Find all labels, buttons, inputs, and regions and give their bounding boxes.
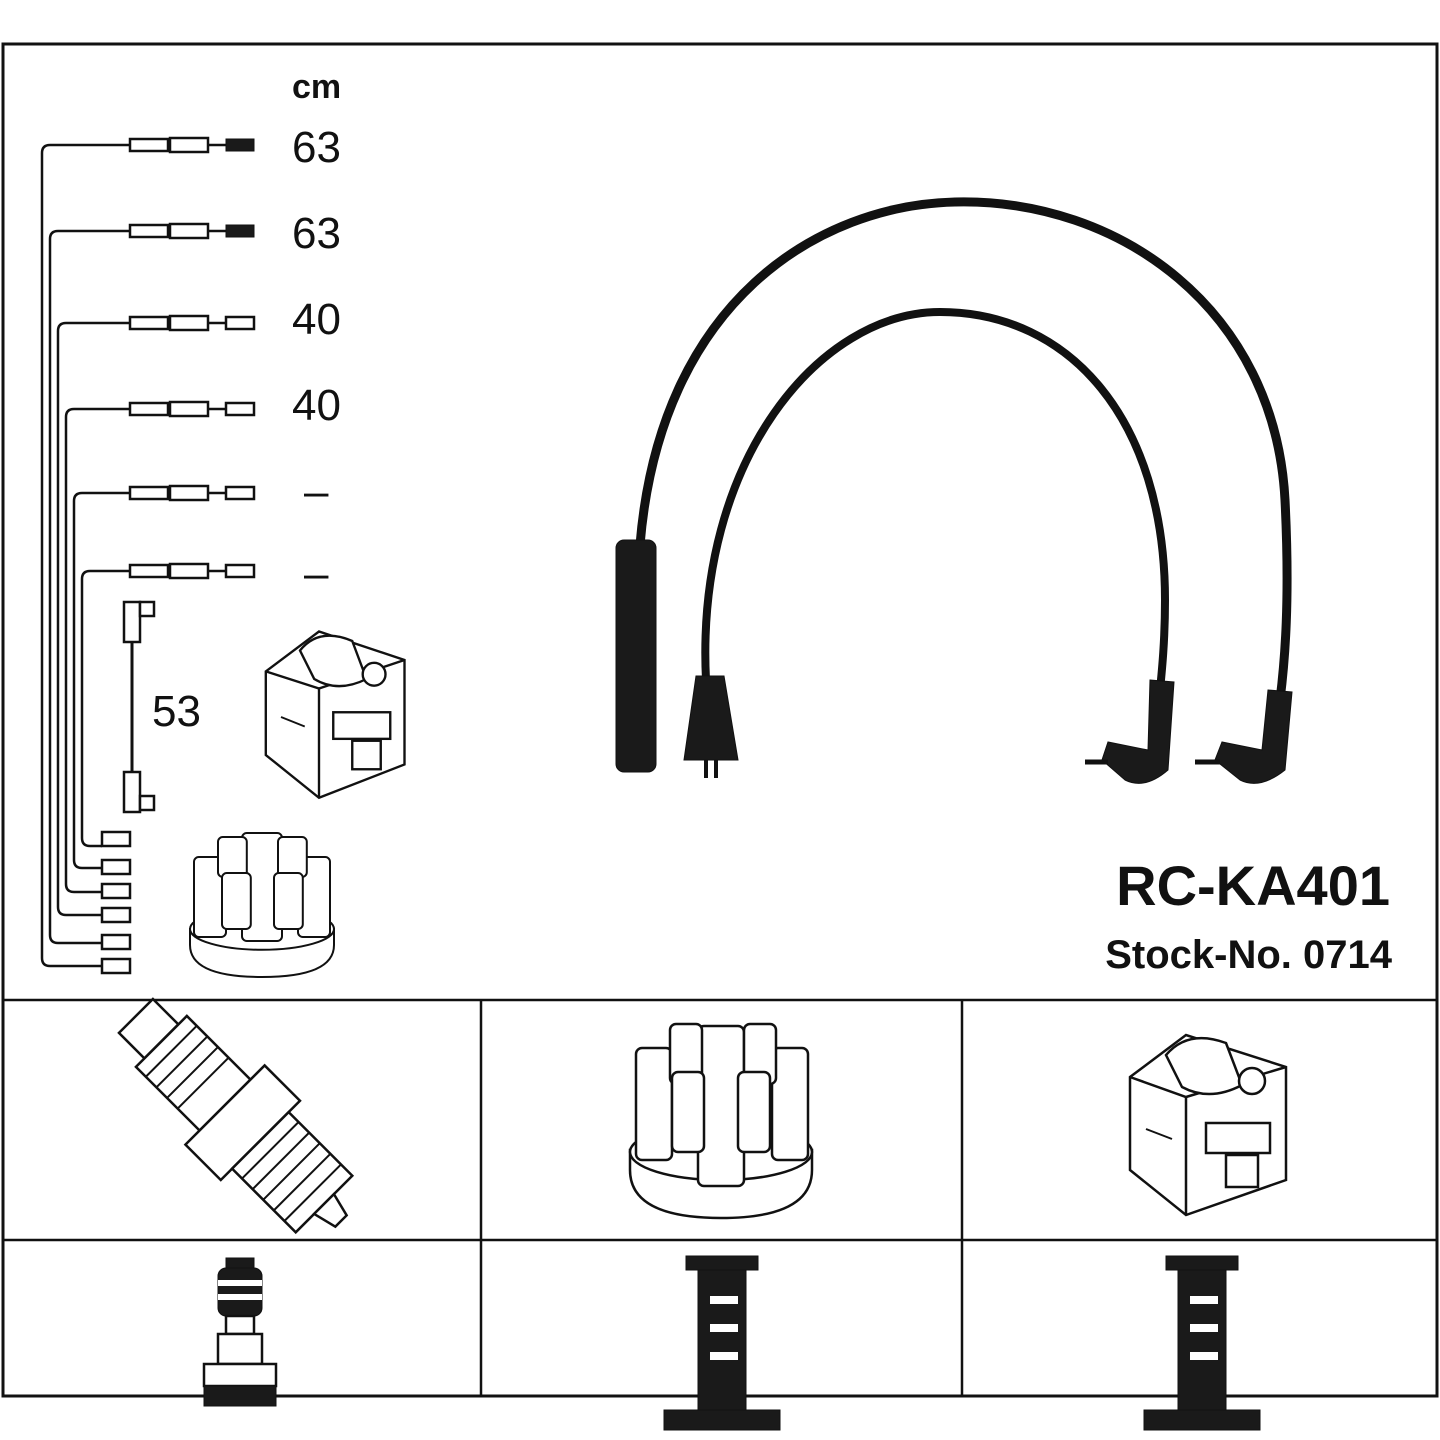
angled-boot-long [1214,689,1293,784]
coil-boot-short [683,675,739,761]
lead-wires [40,143,130,968]
unit-label: cm [292,68,341,106]
coil-terminal-icon [1143,1255,1261,1431]
lead-length-5: – [304,467,329,516]
lead-length-2: 63 [292,209,341,258]
distributor-terminal-icon [663,1255,781,1431]
lead-length-1: 63 [292,123,341,172]
straight-boot-long [615,539,657,773]
lead-connector-1 [128,136,255,154]
coil-lead [122,600,156,814]
product-code: RC-KA401 [1116,854,1390,917]
lead-connector-2 [128,222,255,240]
lead-length-schematic: cm [40,68,406,979]
lead-connector-3 [128,314,256,332]
ignition-cables-drawing [615,197,1293,784]
lead-connector-6 [128,562,256,580]
angled-boot-short [1101,679,1175,784]
lead-connectors [128,136,256,580]
ignition-coil-large-icon [1128,1033,1288,1217]
stock-number: Stock-No. 0714 [1105,933,1393,977]
lead-length-6: – [304,549,329,598]
coil-lead-length: 53 [152,687,201,736]
lead-length-3: 40 [292,295,341,344]
distributor-cap-large-icon [628,1022,814,1220]
distributor-cap-icon [189,832,336,979]
lead-length-4: 40 [292,381,341,430]
spark-plug-icon [117,997,355,1235]
spark-plug-terminal-icon [202,1257,278,1407]
lead-connector-5 [128,484,256,502]
lead-connector-4 [128,400,256,418]
coil-icon [264,630,406,800]
distributor-tower-markers [100,830,132,975]
